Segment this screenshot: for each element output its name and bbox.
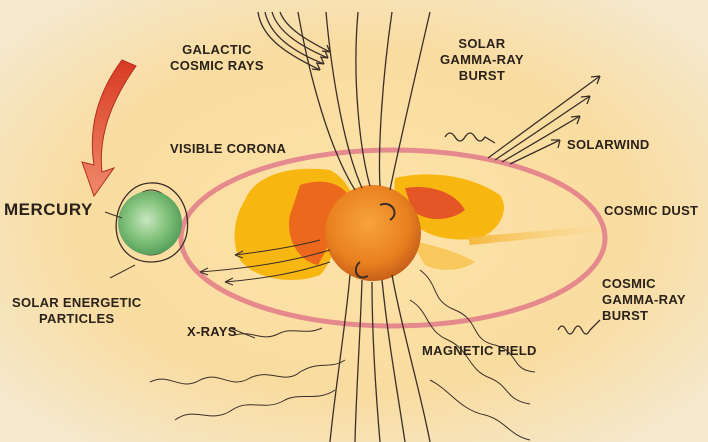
label-visible-corona: VISIBLE CORONA — [170, 141, 286, 157]
label-magnetic-field: MAGNETIC FIELD — [422, 343, 537, 359]
label-cosmic-gamma-line1: COSMIC — [602, 276, 686, 292]
label-solar-gamma-line3: BURST — [440, 68, 524, 84]
label-galactic-line2: COSMIC RAYS — [170, 58, 264, 74]
label-galactic-cosmic-rays: GALACTIC COSMIC RAYS — [170, 42, 264, 74]
label-solar-gamma-line1: SOLAR — [440, 36, 524, 52]
sun — [325, 185, 421, 281]
label-cosmic-gamma-line2: GAMMA-RAY — [602, 292, 686, 308]
label-galactic-line1: GALACTIC — [170, 42, 264, 58]
label-solar-energetic-line2: PARTICLES — [12, 311, 141, 327]
label-x-rays: X-RAYS — [187, 324, 237, 340]
label-cosmic-gamma-ray-burst: COSMIC GAMMA-RAY BURST — [602, 276, 686, 324]
label-solar-gamma-ray-burst: SOLAR GAMMA-RAY BURST — [440, 36, 524, 84]
label-solar-gamma-line2: GAMMA-RAY — [440, 52, 524, 68]
label-solarwind: SOLARWIND — [567, 137, 650, 153]
label-mercury: MERCURY — [4, 202, 93, 218]
label-cosmic-gamma-line3: BURST — [602, 308, 686, 324]
label-solar-energetic-particles: SOLAR ENERGETIC PARTICLES — [12, 295, 141, 327]
label-solar-energetic-line1: SOLAR ENERGETIC — [12, 295, 141, 311]
label-cosmic-dust: COSMIC DUST — [604, 203, 698, 219]
